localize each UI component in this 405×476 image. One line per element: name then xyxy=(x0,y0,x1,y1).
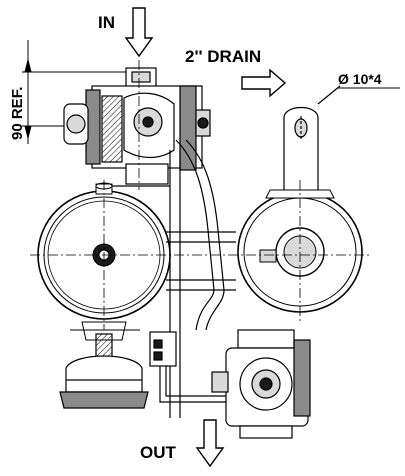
outlet-arrow-icon xyxy=(195,419,225,468)
center-lines xyxy=(30,60,372,330)
drain-label: 2'' DRAIN xyxy=(185,47,261,66)
inlet-arrow-icon xyxy=(124,7,154,58)
inlet-valve-assembly xyxy=(63,67,211,187)
outlet-valve-body xyxy=(211,329,311,439)
inlet-label: IN xyxy=(98,13,115,32)
outlet-label: OUT xyxy=(140,443,177,462)
drain-arrow-icon xyxy=(241,68,287,98)
hole-spec-label: Ø 10*4 xyxy=(338,71,382,87)
ref-dimension xyxy=(22,40,128,144)
center-frame-piping xyxy=(149,139,236,418)
ref-dimension-label: 90 REF. xyxy=(9,87,26,140)
mounting-bracket xyxy=(283,85,341,197)
bottom-left-actuator xyxy=(59,333,149,409)
